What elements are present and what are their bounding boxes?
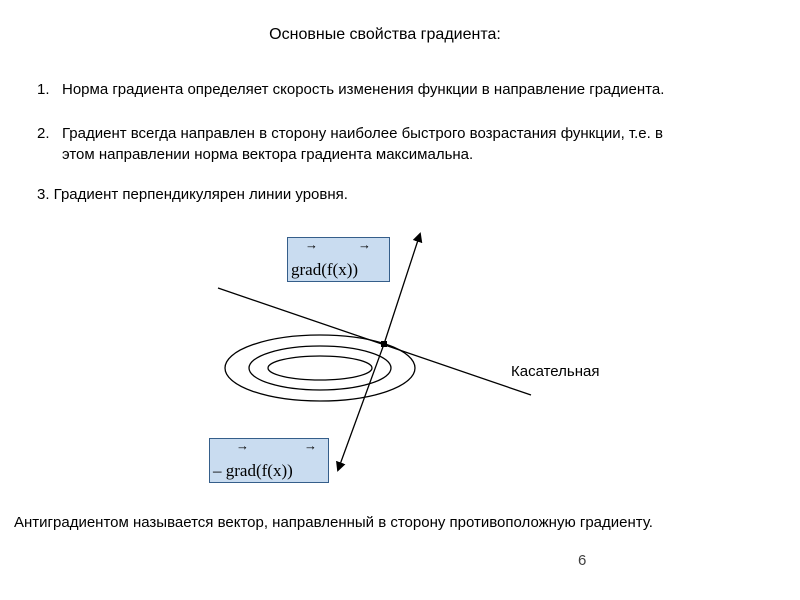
vector-arrow-icon: → — [304, 438, 317, 453]
property-item-3: 3. Градиент перпендикулярен линии уровня… — [37, 186, 348, 203]
property-item-2: 2. Градиент всегда направлен в сторону н… — [0, 123, 800, 167]
tangent-point — [381, 341, 387, 347]
vector-arrow-icon: → — [358, 237, 371, 252]
property-text-line-2: этом направлении норма вектора градиента… — [62, 146, 474, 163]
antigradient-vector — [336, 343, 385, 472]
vector-arrow-icon: → — [236, 438, 249, 453]
antigradient-note: Антиградиентом называется вектор, направ… — [14, 514, 653, 531]
tangent-label: Касательная — [511, 363, 600, 380]
gradient-vector — [383, 232, 423, 345]
antigradient-formula: → → – grad(f(x)) — [209, 438, 329, 483]
property-text-line-1: Градиент всегда направлен в сторону наиб… — [62, 125, 663, 142]
page-number: 6 — [578, 552, 587, 569]
vector-arrow-icon: → — [305, 237, 318, 252]
tangent-line — [217, 287, 532, 396]
level-line-outer — [224, 334, 416, 402]
gradient-formula: → → grad(f(x)) — [287, 237, 390, 282]
level-line-inner — [267, 355, 373, 381]
property-number: 1. — [37, 81, 50, 98]
property-number: 2. — [37, 125, 50, 142]
antigradient-expression: – grad(f(x)) — [213, 461, 293, 480]
level-line-middle — [248, 345, 392, 391]
slide-title: Основные свойства градиента: — [269, 26, 501, 43]
property-text: Норма градиента определяет скорость изме… — [62, 81, 665, 98]
gradient-expression: grad(f(x)) — [291, 260, 359, 279]
